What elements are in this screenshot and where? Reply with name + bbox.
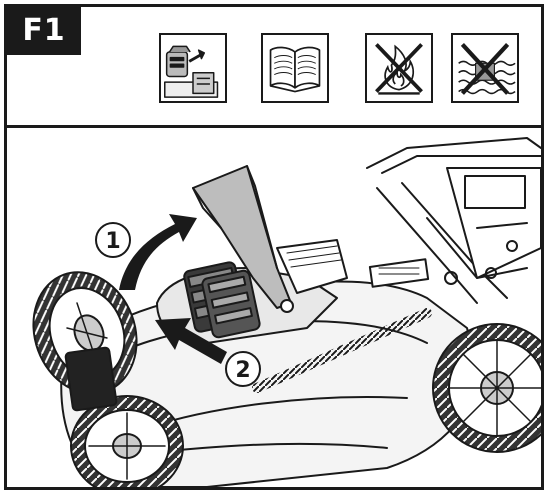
step-1-marker: 1 [95, 222, 131, 258]
handle-frame [366, 137, 541, 304]
battery-remove-icon [159, 33, 227, 103]
lift-arrow [119, 214, 197, 290]
battery-lid [192, 165, 294, 313]
figure-label: F1 [7, 7, 81, 55]
height-spring [252, 308, 432, 393]
no-fire-icon [365, 33, 433, 103]
step-2-marker: 2 [225, 351, 261, 387]
step-1-label: 1 [105, 229, 120, 254]
no-water-icon [451, 33, 519, 103]
header-row: F1 [7, 7, 541, 128]
brand-plate [64, 346, 118, 412]
read-manual-icon [261, 33, 329, 103]
rear-panel [276, 239, 430, 294]
step-2-label: 2 [235, 358, 250, 383]
mower-illustration: 1 2 [7, 128, 541, 487]
remove-arrow [155, 318, 227, 364]
instruction-panel: F1 [4, 4, 544, 490]
rear-wheel [432, 323, 541, 453]
front-wheel-lower [70, 395, 184, 487]
